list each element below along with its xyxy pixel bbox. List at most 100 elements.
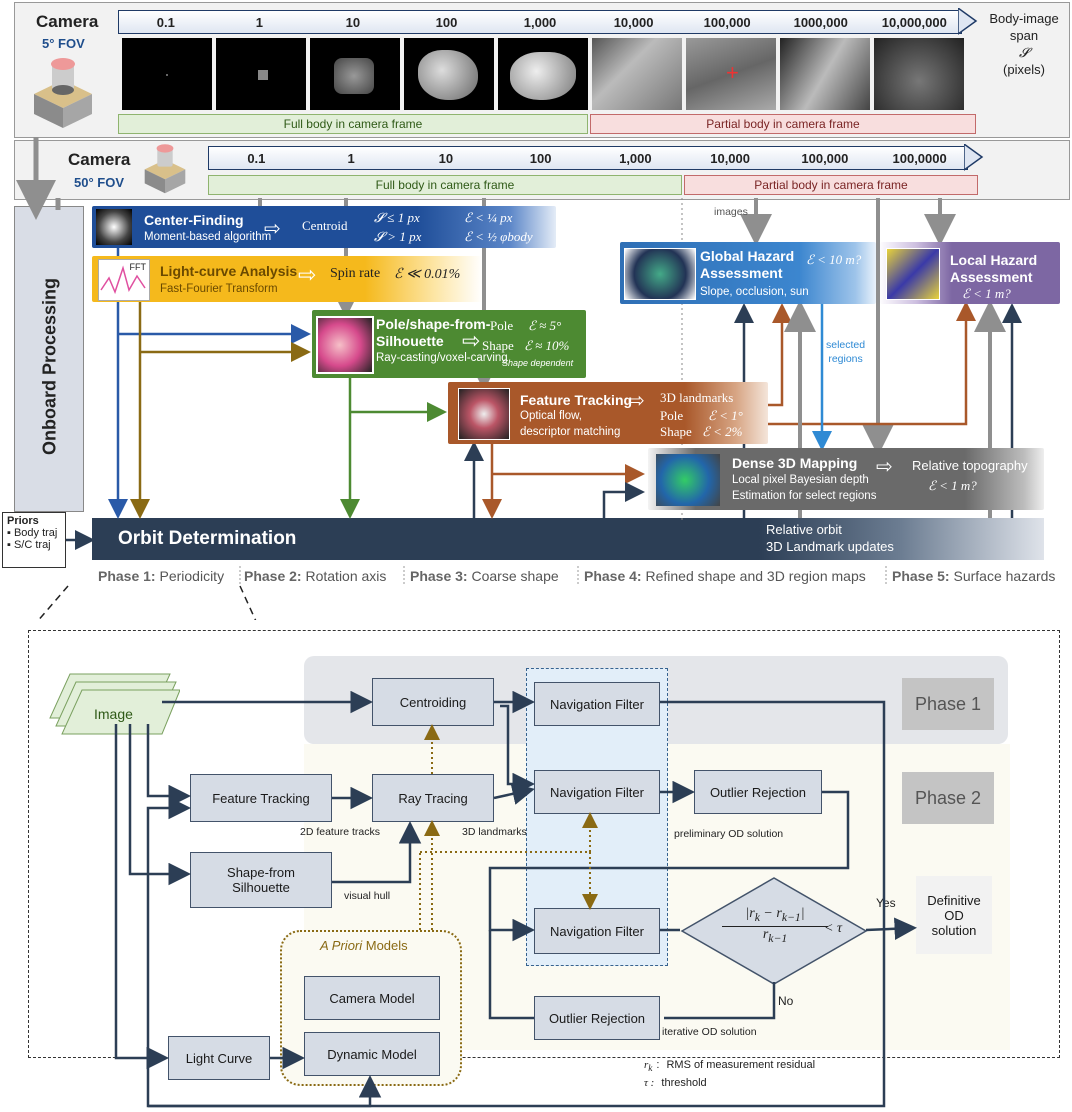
global-hazard-process: Global Hazard Assessment Slope, occlusio…: [620, 242, 876, 304]
scale-tick: 100: [529, 150, 552, 166]
camera1-scale-bar: 0.1 1 10 100 1,000 10,000 100,000 1000,0…: [118, 10, 962, 34]
image-label: Image: [94, 706, 133, 722]
scale-arrowhead: [964, 144, 984, 171]
feature-tracking-process: Feature Tracking Optical flow, descripto…: [448, 382, 768, 444]
orbit-right-text: Relative orbit 3D Landmark updates: [766, 522, 894, 554]
feature-image-icon: [458, 388, 510, 440]
center-icon: [96, 209, 132, 245]
iterative-od-label: iterative OD solution: [662, 1026, 757, 1038]
image-stack-icon: [49, 673, 180, 735]
dense-mapping-process: Dense 3D Mapping Local pixel Bayesian de…: [648, 448, 1044, 510]
tau-compare: < τ: [824, 921, 842, 936]
onboard-processing-column: [14, 206, 84, 512]
partial-body-band: Partial body in camera frame: [590, 114, 976, 134]
convergence-criterion: |rk − rk−1| rk−1: [722, 906, 828, 945]
scale-tick: 100,0000: [892, 150, 947, 166]
phase2-badge: Phase 2: [902, 772, 994, 824]
asteroid-image: [310, 38, 400, 110]
images-label: images: [714, 206, 748, 218]
3d-landmarks-label: 3D landmarks: [462, 826, 527, 838]
local-hazard-process: Local Hazard Assessment ℰ < 1 m?: [880, 242, 1060, 304]
prelim-od-label: preliminary OD solution: [674, 828, 784, 840]
convergence-diamond: [680, 877, 868, 985]
scale-tick: 1: [347, 150, 355, 166]
scale-tick: 10,000: [710, 150, 750, 166]
nav-filter-1: Navigation Filter: [534, 682, 660, 726]
light-curve-process: FFT Light-curve Analysis Fast-Fourier Tr…: [92, 256, 482, 302]
scale-tick: 0.1: [156, 14, 175, 30]
scale-tick: 10: [438, 150, 454, 166]
global-map-icon: [624, 248, 696, 300]
yes-label: Yes: [876, 896, 896, 910]
asteroid-image: [404, 38, 494, 110]
scale-tick: 100: [435, 14, 458, 30]
selected-regions-label: selected regions: [826, 339, 866, 365]
center-finding-process: Center-Finding Moment-based algorithm ⇨ …: [92, 206, 556, 248]
scale-arrowhead: [958, 8, 978, 35]
surface-image: [874, 38, 964, 110]
camera1-title: Camera: [36, 12, 99, 31]
scale-tick: 10,000: [613, 14, 654, 30]
connector-layer: [16, 137, 1022, 620]
full-body-band: Full body in camera frame: [118, 114, 588, 134]
flow-connector-layer: [114, 690, 917, 1108]
priors-title: Priors: [7, 515, 39, 527]
scale-tick: 0.1: [247, 150, 266, 166]
surface-image: +: [686, 38, 776, 110]
camera2-scale-bar: 0.1 1 10 100 1,000 10,000 100,000 100,00…: [208, 146, 968, 170]
camera-model-box: Camera Model: [304, 976, 440, 1020]
camera2-title: Camera: [68, 150, 131, 169]
phase-label: Phase 4: Refined shape and 3D region map…: [584, 568, 866, 584]
priors-item: ▪ Body traj: [7, 527, 58, 539]
light-curve-box: Light Curve: [168, 1036, 270, 1080]
partial-body-band: Partial body in camera frame: [684, 175, 978, 195]
process-arrow-icon: ⇨: [264, 218, 281, 240]
phase1-badge: Phase 1: [902, 678, 994, 730]
priors-item: ▪ S/C traj: [7, 539, 51, 551]
scale-tick: 1: [255, 14, 263, 30]
camera1-fov: 5° FOV: [42, 36, 85, 51]
visual-hull-label: visual hull: [344, 890, 391, 902]
scale-tick: 10,000,000: [881, 14, 947, 30]
dense-map-icon: [656, 454, 720, 506]
process-arrow-icon: ⇨: [876, 456, 893, 478]
phase-label: Phase 1: Periodicity: [98, 568, 225, 584]
feature-tracking-box: Feature Tracking: [190, 774, 332, 822]
no-label: No: [778, 994, 794, 1008]
shape-model-icon: [316, 316, 374, 374]
surface-image: [780, 38, 870, 110]
scale-tick: 1,000: [619, 150, 652, 166]
scale-tick: 100,000: [801, 150, 849, 166]
camera-icon: [144, 144, 186, 194]
apriori-title: A Priori Models: [320, 938, 408, 953]
scale-tick: 10: [345, 14, 361, 30]
surface-image: [592, 38, 682, 110]
process-arrow-icon: ⇨: [298, 262, 317, 287]
full-body-band: Full body in camera frame: [208, 175, 682, 195]
local-map-icon: [886, 248, 940, 300]
outlier-rejection-2: Outlier Rejection: [534, 996, 660, 1040]
camera2-fov: 50° FOV: [74, 175, 124, 190]
phase-label: Phase 3: Coarse shape: [410, 568, 559, 584]
camera-icon: [34, 58, 92, 128]
outlier-rejection-1: Outlier Rejection: [694, 770, 822, 814]
asteroid-image: [498, 38, 588, 110]
nav-filter-2: Navigation Filter: [534, 770, 660, 814]
shape-from-silhouette-box: Shape-from Silhouette: [190, 852, 332, 908]
orbit-determination-title: Orbit Determination: [118, 528, 297, 549]
scale-tick: 100,000: [703, 14, 751, 30]
phase-label: Phase 2: Rotation axis: [244, 568, 387, 584]
definitive-od-box: Definitive OD solution: [916, 876, 992, 954]
priors-box: Priors ▪ Body traj ▪ S/C traj: [2, 512, 66, 568]
body-span-label: Body-image span 𝓢 (pixels): [989, 11, 1059, 77]
fft-plot-icon: FFT: [98, 259, 150, 301]
feature-tracks-label: 2D feature tracks: [300, 826, 380, 838]
process-arrow-icon: ⇨: [628, 390, 645, 412]
asteroid-image: [216, 38, 306, 110]
phase-label: Phase 5: Surface hazards: [892, 568, 1056, 584]
flow-diagram-frame: [28, 630, 1060, 1058]
dynamic-model-box: Dynamic Model: [304, 1032, 440, 1076]
asteroid-image: [122, 38, 212, 110]
scale-tick: 1000,000: [793, 14, 848, 30]
legend: rk: RMS of measurement residual τ : thre…: [644, 1059, 816, 1090]
